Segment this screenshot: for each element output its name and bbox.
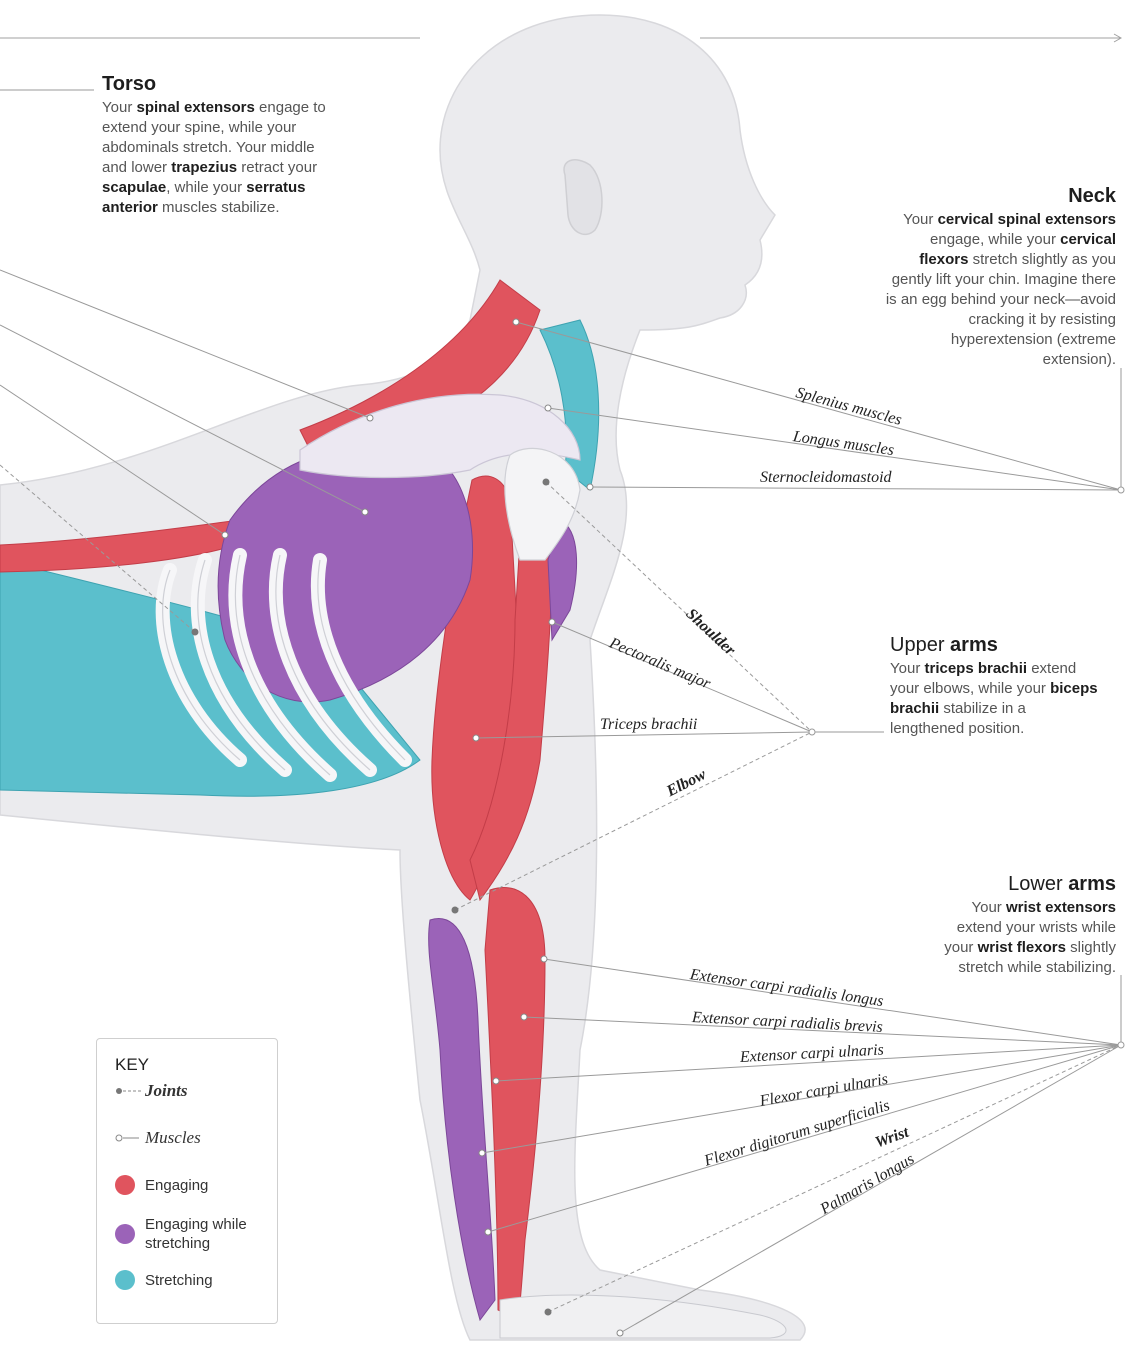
- lower-arms-block: Lower arms Your wrist extensors extend y…: [928, 872, 1116, 978]
- label-triceps-brachii: Triceps brachii: [600, 716, 697, 734]
- engaging-swatch: [115, 1175, 135, 1195]
- torso-description: Your spinal extensors engage to extend y…: [102, 98, 340, 218]
- neck-description: Your cervical spinal extensors engage, w…: [880, 210, 1116, 370]
- key-joints: Joints: [115, 1081, 188, 1101]
- joint-line-icon: [115, 1085, 141, 1097]
- muscle-line-icon: [115, 1132, 141, 1144]
- key-engaging-while-stretching: Engaging while stretching: [115, 1215, 265, 1253]
- upper-arms-description: Your triceps brachii extend your elbows,…: [890, 659, 1100, 739]
- torso-title: Torso: [102, 72, 340, 96]
- upper-arms-block: Upper arms Your triceps brachii extend y…: [890, 633, 1100, 739]
- key-title: KEY: [115, 1055, 149, 1075]
- key-legend: KEY Joints Muscles Engaging Engaging whi…: [96, 1038, 278, 1324]
- lower-arms-description: Your wrist extensors extend your wrists …: [928, 898, 1116, 978]
- neck-title: Neck: [880, 184, 1116, 208]
- torso-block: Torso Your spinal extensors engage to ex…: [102, 72, 340, 218]
- key-stretching: Stretching: [115, 1270, 213, 1290]
- key-engaging: Engaging: [115, 1175, 208, 1195]
- label-sternocleidomastoid: Sternocleidomastoid: [760, 469, 892, 487]
- key-muscles: Muscles: [115, 1128, 201, 1148]
- upper-arms-title: Upper arms: [890, 633, 1100, 657]
- lower-arms-title: Lower arms: [928, 872, 1116, 896]
- engaging-while-stretching-swatch: [115, 1224, 135, 1244]
- neck-block: Neck Your cervical spinal extensors enga…: [880, 184, 1116, 370]
- stretching-swatch: [115, 1270, 135, 1290]
